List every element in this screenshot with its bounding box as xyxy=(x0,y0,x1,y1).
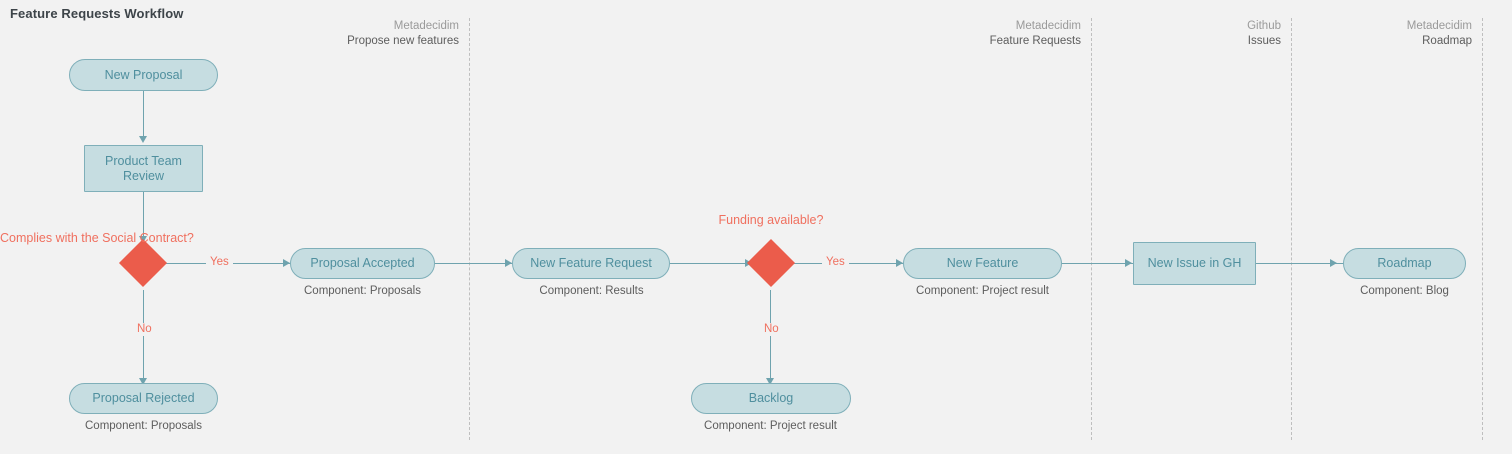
node-proposal-rejected[interactable]: Proposal Rejected xyxy=(69,383,218,414)
caption-backlog: Component: Project result xyxy=(704,420,837,432)
lane-divider-3 xyxy=(1291,18,1292,440)
arrowhead-right xyxy=(1330,259,1337,267)
lane-header-name: Feature Requests xyxy=(989,35,1081,47)
caption-new-feature-request: Component: Results xyxy=(539,285,644,297)
arrowhead-right xyxy=(505,259,512,267)
edge-label-no-1: No xyxy=(133,323,156,336)
node-roadmap[interactable]: Roadmap xyxy=(1343,248,1466,279)
node-new-feature[interactable]: New Feature xyxy=(903,248,1062,279)
lane-header-org: Metadecidim xyxy=(1406,20,1472,32)
lane-header-name: Issues xyxy=(1247,35,1281,47)
lane-divider-1 xyxy=(469,18,470,440)
lane-header-propose-new-features: Metadecidim Propose new features xyxy=(269,19,459,49)
edge-label-yes-1: Yes xyxy=(206,256,233,269)
node-proposal-accepted[interactable]: Proposal Accepted xyxy=(290,248,435,279)
arrowhead-down xyxy=(766,378,774,385)
node-new-issue-in-gh[interactable]: New Issue in GH xyxy=(1133,242,1256,285)
caption-proposal-accepted: Component: Proposals xyxy=(304,285,421,297)
lane-header-org: Metadecidim xyxy=(393,20,459,32)
node-product-team-review[interactable]: Product Team Review xyxy=(84,145,203,192)
connector-feature-to-issue xyxy=(1062,263,1140,264)
lane-header-name: Propose new features xyxy=(347,35,459,47)
node-new-proposal[interactable]: New Proposal xyxy=(69,59,218,91)
caption-roadmap: Component: Blog xyxy=(1360,285,1449,297)
decision-label-social-contract: Complies with the Social Contract? xyxy=(0,231,194,245)
edge-label-no-2: No xyxy=(760,323,783,336)
arrowhead-right xyxy=(283,259,290,267)
connector-request-to-funding xyxy=(670,263,754,264)
lane-header-name: Roadmap xyxy=(1422,35,1472,47)
lane-header-roadmap: Metadecidim Roadmap xyxy=(1292,19,1472,49)
arrowhead-right xyxy=(1125,259,1132,267)
connector-accepted-to-request xyxy=(435,263,519,264)
lane-divider-2 xyxy=(1091,18,1092,440)
decision-social-contract[interactable] xyxy=(118,238,168,288)
connector-review-to-decision xyxy=(143,192,144,236)
edge-label-yes-2: Yes xyxy=(822,256,849,269)
lane-header-org: Metadecidim xyxy=(1015,20,1081,32)
lane-header-org: Github xyxy=(1247,20,1281,32)
lane-header-feature-requests: Metadecidim Feature Requests xyxy=(891,19,1081,49)
page-title: Feature Requests Workflow xyxy=(10,6,184,21)
node-backlog[interactable]: Backlog xyxy=(691,383,851,414)
caption-proposal-rejected: Component: Proposals xyxy=(85,420,202,432)
caption-new-feature: Component: Project result xyxy=(916,285,1049,297)
decision-funding-available[interactable] xyxy=(746,238,796,288)
connector-issue-to-roadmap xyxy=(1256,263,1344,264)
lane-header-github-issues: Github Issues xyxy=(1101,19,1281,49)
connector-yes-to-new-feature xyxy=(793,263,911,264)
arrowhead-right xyxy=(896,259,903,267)
arrowhead-down xyxy=(139,378,147,385)
decision-label-funding-available: Funding available? xyxy=(718,213,824,227)
node-new-feature-request[interactable]: New Feature Request xyxy=(512,248,670,279)
lane-divider-4 xyxy=(1482,18,1483,440)
connector-proposal-to-review xyxy=(143,90,144,136)
arrowhead-down xyxy=(139,136,147,143)
